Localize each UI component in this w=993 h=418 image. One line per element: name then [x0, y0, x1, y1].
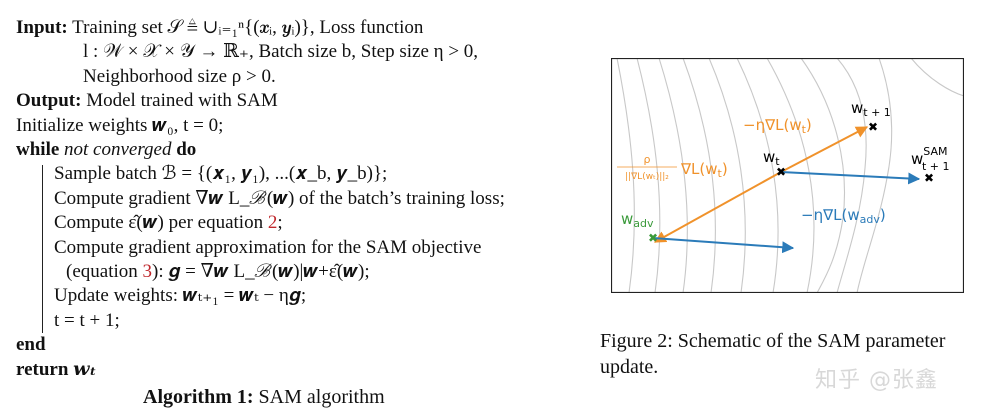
step-approx-line-2: (equation 3): 𝒈 = ∇𝒘 L_ℬ(𝒘)|𝒘+ε̂(𝒘); [16, 260, 596, 284]
contour-line [836, 58, 867, 293]
input-text-1: Training set 𝒮 ≜ ∪ᵢ₌₁ⁿ{(𝒙ᵢ, 𝒚ᵢ)}, Loss f… [72, 17, 424, 38]
point-w-t-plus-1: ✖ [868, 120, 878, 134]
label-w-t-plus-1: wt + 1 [851, 99, 891, 119]
label-sgd-gradient: −η∇L(wt) [743, 116, 812, 136]
step-update: Update weights: 𝒘ₜ₊₁ = 𝒘ₜ − η𝒈; [54, 285, 307, 307]
watermark: 知乎 @张鑫 [815, 368, 938, 393]
loop-body: Sample batch ℬ = {(𝒙₁, 𝒚₁), ...(𝒙_b, 𝒚_b… [16, 162, 596, 334]
perturbation-arrow [653, 171, 782, 243]
rho-gradient: ∇L(wt) [680, 160, 728, 180]
label-perturbation: ρ ||∇L(wₜ)||₂ ∇L(wt) [617, 153, 728, 182]
algorithm-caption-label: Algorithm 1: [143, 386, 254, 408]
contour-line [682, 58, 716, 293]
rho-denominator: ||∇L(wₜ)||₂ [625, 172, 669, 182]
point-w-sam: ✖ [924, 171, 934, 185]
figure-caption-text: Schematic of the SAM parameter update. [600, 330, 946, 378]
return-value: 𝒘ₜ [73, 358, 97, 380]
step-epsilon: Compute ε̂(𝒘) per equation 2; [16, 211, 596, 235]
sam-schematic-figure: ✖ ✖ ✖ ✖ wt + 1 wt wSAM t + 1 wadv −η∇L(w… [611, 58, 964, 293]
while-keyword: while [16, 139, 60, 161]
while-condition: not converged [64, 139, 172, 161]
equation-3-link[interactable]: 3 [142, 261, 153, 283]
return-keyword: return [16, 358, 69, 380]
init-line: Initialize weights 𝒘₀, t = 0; [16, 114, 224, 136]
algorithm-caption-text: SAM algorithm [258, 386, 385, 408]
step-t-increment: t = t + 1; [54, 309, 120, 331]
contour-line [708, 58, 746, 293]
loop-body-bar [42, 165, 43, 334]
contour-line [616, 58, 635, 293]
do-keyword: do [176, 139, 197, 161]
return-line: return 𝒘ₜ [16, 358, 596, 382]
input-line-2: l : 𝒲 × 𝒳 × 𝒴 → ℝ₊, Batch size b, Step s… [83, 41, 479, 63]
step-gradient: Compute gradient ∇𝒘 L_ℬ(𝒘) of the batch’… [54, 187, 505, 209]
label-w-adv: wadv [621, 210, 654, 230]
output-text: Model trained with SAM [86, 90, 278, 112]
equation-2-link[interactable]: 2 [267, 212, 278, 234]
point-w-t: ✖ [776, 165, 786, 179]
input-line-1: Input: Training set 𝒮 ≜ ∪ᵢ₌₁ⁿ{(𝒙ᵢ, 𝒚ᵢ)},… [16, 16, 596, 40]
step-epsilon-end: ; [277, 212, 283, 234]
adv-gradient-arrow [652, 237, 795, 254]
label-w-sam-sub: t + 1 [922, 160, 950, 173]
step-approx-line-1: Compute gradient approximation for the S… [54, 236, 482, 258]
step-approx-pre: (equation [66, 261, 143, 283]
sgd-step-arrow [780, 126, 869, 173]
step-epsilon-text: Compute ε̂(𝒘) per equation [54, 212, 268, 234]
input-label: Input: [16, 17, 68, 38]
label-w-t: wt [763, 148, 780, 168]
step-sample: Sample batch ℬ = {(𝒙₁, 𝒚₁), ...(𝒙_b, 𝒚_b… [54, 163, 388, 185]
output-label: Output: [16, 90, 82, 112]
contour-line [910, 58, 964, 97]
contour-lines [616, 58, 964, 293]
input-line-3: Neighborhood size ρ > 0. [83, 65, 276, 87]
label-w-sam: wSAM [911, 145, 947, 168]
contour-line [800, 58, 846, 293]
algorithm-caption: Algorithm 1: SAM algorithm [143, 386, 385, 409]
while-line: while not converged do [16, 138, 596, 162]
contour-line [736, 58, 779, 293]
contour-line [766, 58, 815, 293]
label-adv-gradient: −η∇L(wadv) [801, 206, 886, 226]
point-w-adv: ✖ [648, 231, 658, 245]
figure-caption-label: Figure 2: [600, 330, 673, 352]
contour-line [636, 58, 661, 293]
contour-line [658, 58, 688, 293]
step-approx-post: ): 𝒈 = ∇𝒘 L_ℬ(𝒘)|𝒘+ε̂(𝒘); [152, 261, 370, 283]
algorithm-block: Input: Training set 𝒮 ≜ ∪ᵢ₌₁ⁿ{(𝒙ᵢ, 𝒚ᵢ)},… [16, 16, 596, 382]
figure-frame [611, 58, 964, 293]
sam-step-arrow [780, 171, 921, 185]
rho-numerator: ρ [644, 153, 651, 166]
output-line: Output: Model trained with SAM [16, 89, 596, 113]
end-keyword: end [16, 334, 46, 356]
figure-caption: Figure 2: Schematic of the SAM parameter… [600, 328, 990, 380]
